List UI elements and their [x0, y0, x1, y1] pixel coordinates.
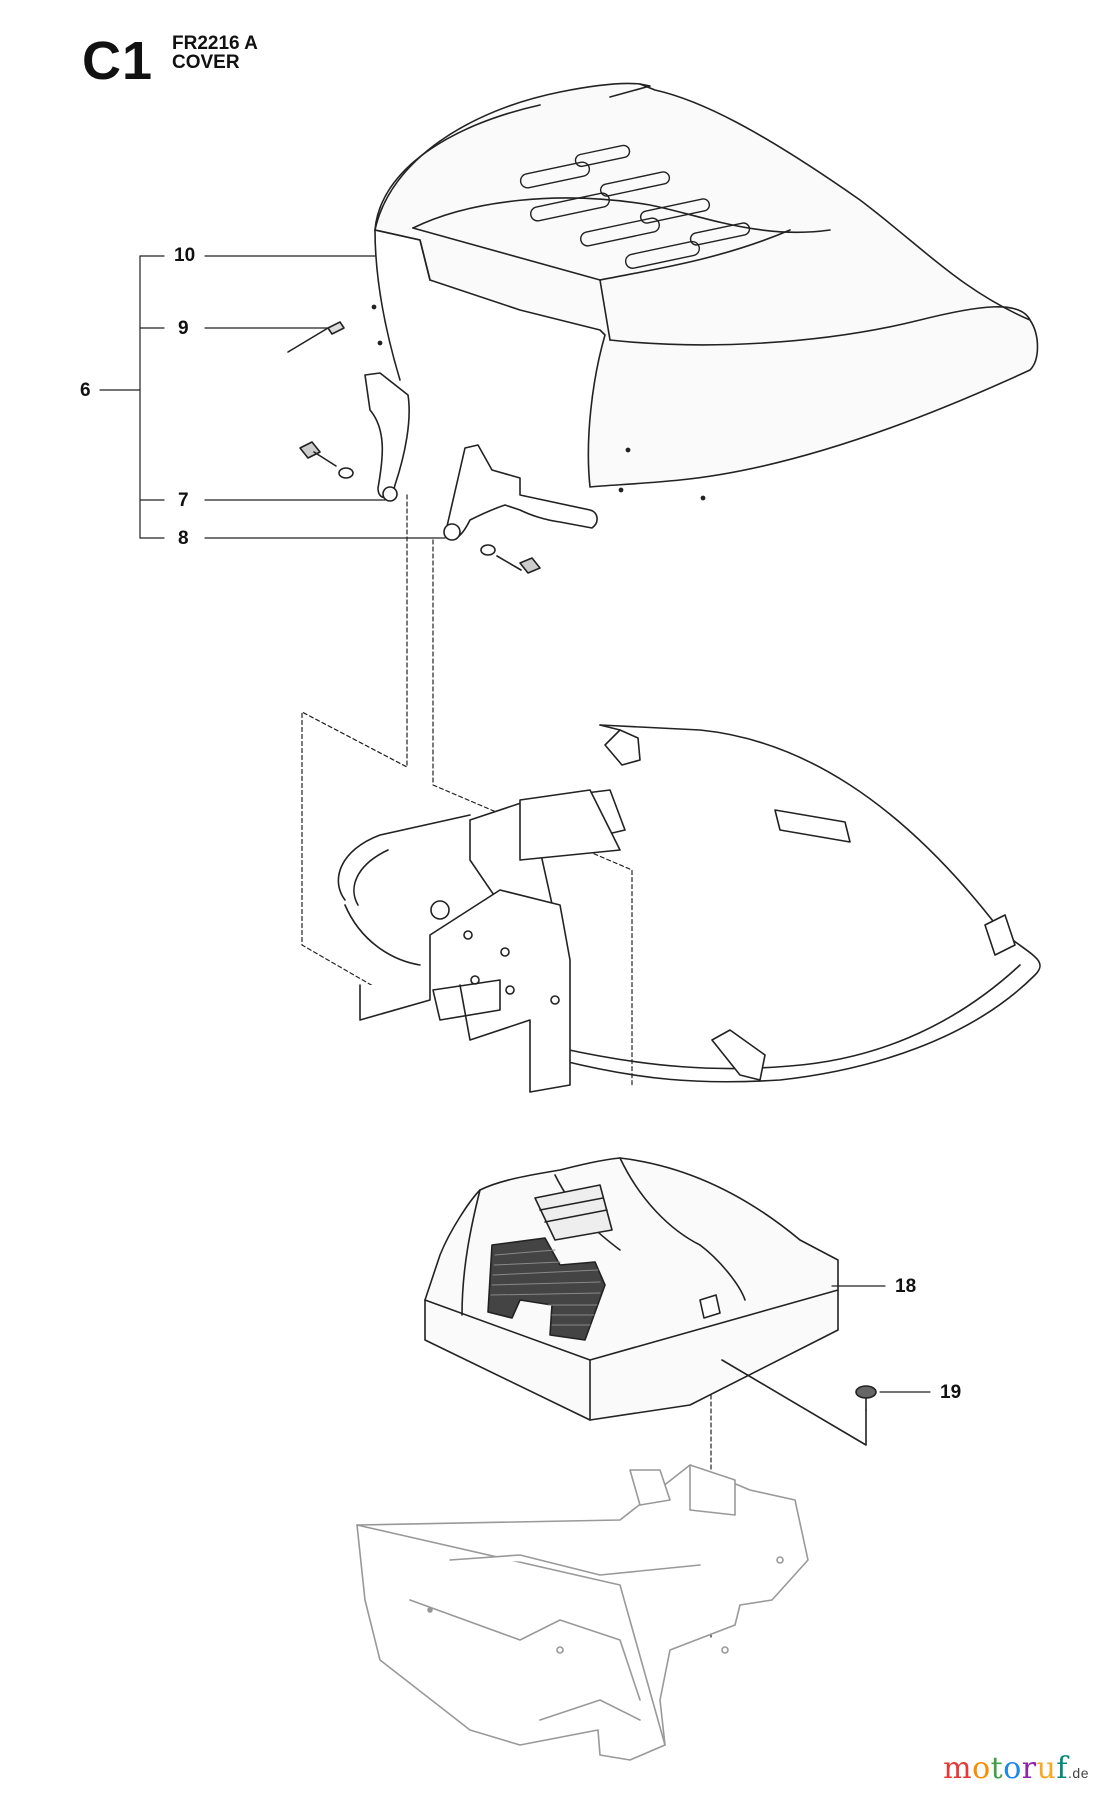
callout-7: 7 — [178, 490, 189, 511]
watermark-letter: m — [943, 1751, 973, 1786]
callout-leaders — [99, 255, 931, 1393]
watermark-letter: o — [972, 1751, 991, 1786]
watermark-text: motoruf — [943, 1751, 1068, 1786]
sheet-meta: FR2216 A COVER — [172, 34, 258, 72]
hood-mounting-frame — [337, 724, 1041, 1093]
section-title: COVER — [172, 52, 240, 73]
watermark-letter: t — [990, 1751, 1004, 1786]
model-number: FR2216 A — [172, 33, 258, 54]
callout-19: 19 — [940, 1382, 962, 1403]
callout-9: 9 — [178, 318, 189, 339]
callout-6: 6 — [80, 380, 91, 401]
pin-part-9 — [287, 321, 345, 353]
watermark-letter: r — [1021, 1751, 1037, 1786]
callout-18: 18 — [895, 1276, 917, 1297]
callout-10: 10 — [174, 245, 196, 266]
sheet-code: C1 — [82, 31, 154, 91]
hinge-bracket-part-8 — [443, 444, 598, 574]
base-frame — [356, 1464, 809, 1761]
watermark-letter: u — [1036, 1751, 1057, 1786]
hinge-bracket-part-7 — [299, 372, 410, 502]
watermark-logo: motoruf.de — [943, 1751, 1089, 1786]
callout-8: 8 — [178, 528, 189, 549]
watermark-letter: o — [1003, 1751, 1022, 1786]
lower-cover-part-18 — [424, 1157, 839, 1421]
watermark-tld: .de — [1068, 1765, 1089, 1781]
watermark-letter: f — [1056, 1751, 1069, 1786]
screw-part-19 — [721, 1359, 877, 1446]
hood-cover-part-10 — [371, 82, 1039, 501]
